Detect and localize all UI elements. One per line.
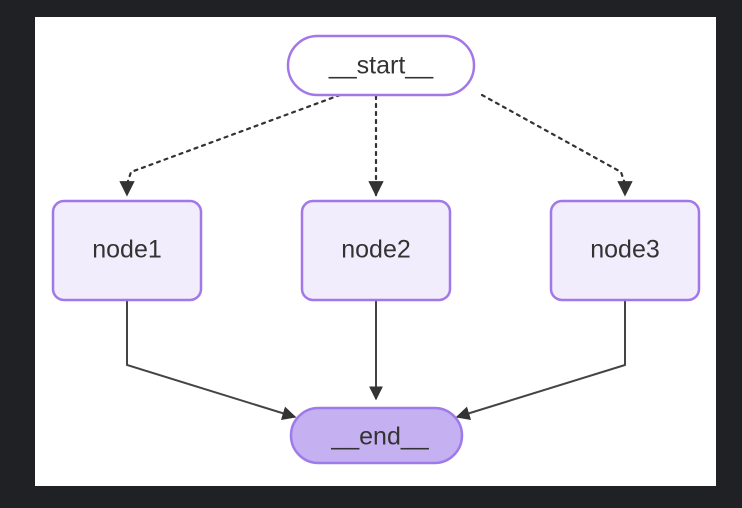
node-end[interactable]: __end__ [289, 406, 464, 465]
edge-node3-to-end [455, 300, 626, 420]
node-node1-label: node1 [92, 236, 162, 264]
node-node3[interactable]: node3 [549, 199, 701, 302]
node-node1-shape[interactable] [51, 199, 203, 302]
node-node2-shape[interactable] [300, 199, 452, 302]
edge-start-to-node3 [480, 93, 633, 197]
node-start-label: __start__ [328, 52, 434, 80]
node-node3-shape[interactable] [549, 199, 701, 302]
node-node2[interactable]: node2 [300, 199, 452, 302]
node-start[interactable]: __start__ [286, 34, 476, 97]
edge-start-to-node1 [119, 93, 342, 197]
diagram-canvas: __start__ node1 node2 node3 __end__ [35, 17, 716, 486]
node-end-label: __end__ [330, 423, 429, 451]
node-node1[interactable]: node1 [51, 199, 203, 302]
edge-node1-to-end [126, 300, 297, 420]
edge-group-dashed [119, 93, 633, 197]
node-end-shape[interactable] [289, 406, 464, 465]
graph-svg: __start__ node1 node2 node3 __end__ [51, 34, 701, 465]
node-start-shape[interactable] [286, 34, 476, 97]
edge-group-solid [126, 300, 626, 420]
node-node2-label: node2 [341, 236, 411, 264]
node-node3-label: node3 [590, 236, 660, 264]
